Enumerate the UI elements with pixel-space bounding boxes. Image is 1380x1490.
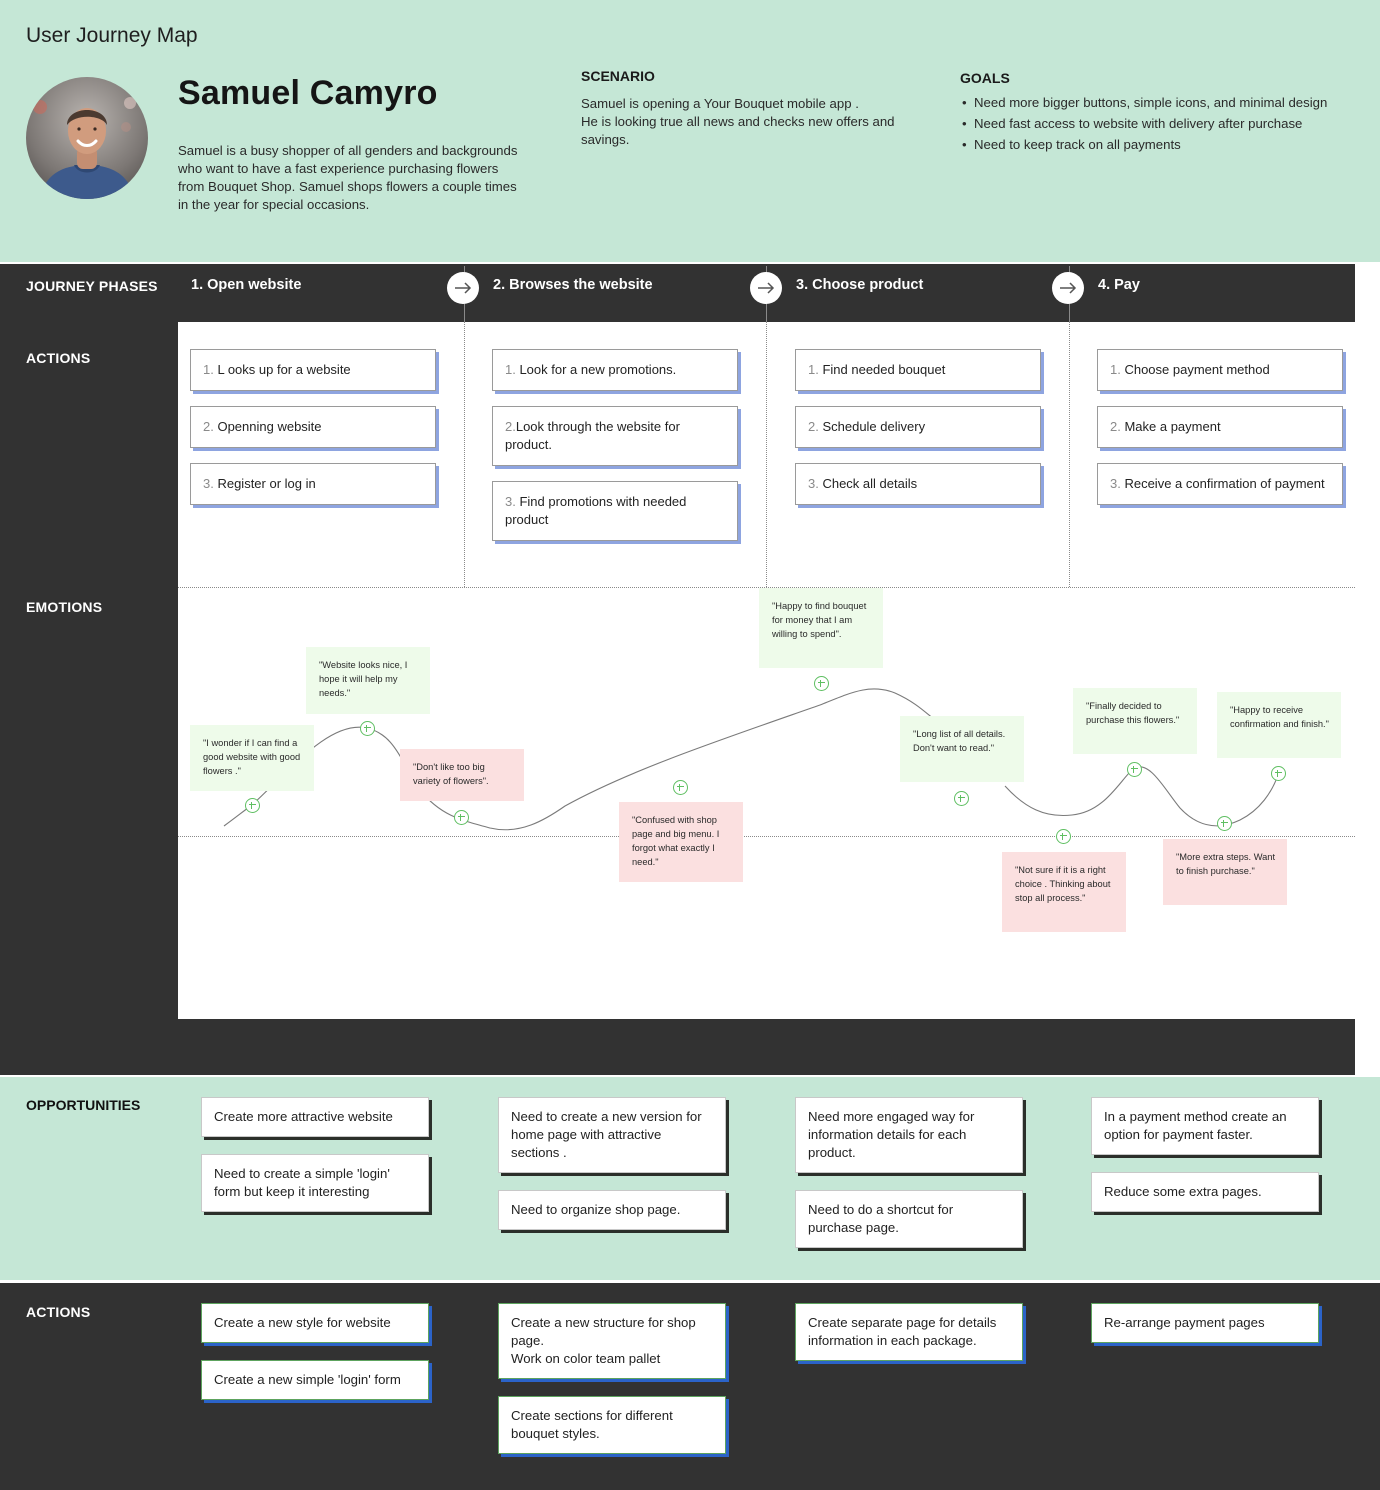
phase-separator bbox=[1069, 322, 1070, 587]
opportunity-card: Create more attractive website bbox=[201, 1097, 429, 1137]
plus-circle-icon bbox=[672, 779, 688, 795]
opportunity-card: Need to create a simple 'login' form but… bbox=[201, 1154, 429, 1212]
improvement-line: Create a new structure for shop page. bbox=[511, 1315, 696, 1348]
persona-name: Samuel Camyro bbox=[178, 74, 438, 112]
opportunity-card: Reduce some extra pages. bbox=[1091, 1172, 1319, 1212]
arrow-right-icon bbox=[1052, 272, 1084, 304]
arrow-right-icon bbox=[750, 272, 782, 304]
opportunity-card: Need to create a new version for home pa… bbox=[498, 1097, 726, 1173]
emotion-note: "Finally decided to purchase this flower… bbox=[1073, 688, 1197, 754]
goals-list: Need more bigger buttons, simple icons, … bbox=[960, 92, 1370, 155]
persona-photo-icon bbox=[26, 77, 148, 199]
action-card: 1. Choose payment method bbox=[1097, 349, 1343, 391]
persona-description: Samuel is a busy shopper of all genders … bbox=[178, 143, 518, 212]
row-label-opportunities: OPPORTUNITIES bbox=[26, 1097, 141, 1113]
plus-circle-icon bbox=[1270, 765, 1286, 781]
arrow-right-icon bbox=[447, 272, 479, 304]
goals-title: GOALS bbox=[960, 70, 1010, 86]
improvement-card: Create a new simple 'login' form bbox=[201, 1360, 429, 1400]
persona-avatar bbox=[26, 77, 148, 199]
goal-item: Need fast access to website with deliver… bbox=[960, 113, 1370, 134]
phase-separator bbox=[766, 322, 767, 587]
action-card: 3. Register or log in bbox=[190, 463, 436, 505]
scenario-title: SCENARIO bbox=[581, 68, 655, 84]
improvement-card: Create sections for different bouquet st… bbox=[498, 1396, 726, 1454]
page-title: User Journey Map bbox=[26, 24, 198, 47]
goal-item: Need more bigger buttons, simple icons, … bbox=[960, 92, 1370, 113]
emotion-note: "Long list of all details. Don't want to… bbox=[900, 716, 1024, 782]
plus-circle-icon bbox=[953, 790, 969, 806]
opportunity-card: Need to do a shortcut for purchase page. bbox=[795, 1190, 1023, 1248]
plus-circle-icon bbox=[1126, 761, 1142, 777]
scenario-line-2: He is looking true all news and checks n… bbox=[581, 114, 895, 147]
opportunity-card: In a payment method create an option for… bbox=[1091, 1097, 1319, 1155]
phase-label-pay: 4. Pay bbox=[1098, 277, 1140, 293]
phase-label-open-website: 1. Open website bbox=[191, 277, 302, 293]
phase-label-browse: 2. Browses the website bbox=[493, 277, 653, 293]
opportunity-card: Need more engaged way for information de… bbox=[795, 1097, 1023, 1173]
emotion-note: "More extra steps. Want to finish purcha… bbox=[1163, 839, 1287, 905]
improvement-card: Re-arrange payment pages bbox=[1091, 1303, 1319, 1343]
emotion-note: "Happy to receive confirmation and finis… bbox=[1217, 692, 1341, 758]
action-card: 1. L ooks up for a website bbox=[190, 349, 436, 391]
row-label-journey-phases: JOURNEY PHASES bbox=[26, 278, 158, 294]
plus-circle-icon bbox=[453, 809, 469, 825]
row-label-actions-2: ACTIONS bbox=[26, 1304, 91, 1320]
plus-circle-icon bbox=[1216, 815, 1232, 831]
action-card: 1. Look for a new promotions. bbox=[492, 349, 738, 391]
plus-circle-icon bbox=[813, 675, 829, 691]
improvement-line: Work on color team pallet bbox=[511, 1351, 661, 1366]
emotion-note: "Not sure if it is a right choice . Thin… bbox=[1002, 852, 1126, 932]
emotion-note: "Website looks nice, I hope it will help… bbox=[306, 647, 430, 714]
action-card: 2.Look through the website for product. bbox=[492, 406, 738, 466]
action-card: 2. Make a payment bbox=[1097, 406, 1343, 448]
emotions-baseline bbox=[178, 836, 1355, 837]
emotion-note: "Don't like too big variety of flowers". bbox=[400, 749, 524, 801]
goal-item: Need to keep track on all payments bbox=[960, 134, 1370, 155]
plus-circle-icon bbox=[1055, 828, 1071, 844]
action-card: 2. Openning website bbox=[190, 406, 436, 448]
right-margin bbox=[1355, 264, 1380, 1075]
action-card: 1. Find needed bouquet bbox=[795, 349, 1041, 391]
emotion-note: "Happy to find bouquet for money that I … bbox=[759, 588, 883, 668]
improvement-card: Create a new style for website bbox=[201, 1303, 429, 1343]
scenario-text: Samuel is opening a Your Bouquet mobile … bbox=[581, 95, 921, 149]
scenario-line-1: Samuel is opening a Your Bouquet mobile … bbox=[581, 96, 859, 111]
opportunity-card: Need to organize shop page. bbox=[498, 1190, 726, 1230]
action-card: 3. Check all details bbox=[795, 463, 1041, 505]
emotion-note: "I wonder if I can find a good website w… bbox=[190, 725, 314, 791]
improvement-card: Create a new structure for shop page. Wo… bbox=[498, 1303, 726, 1379]
row-label-emotions: EMOTIONS bbox=[26, 599, 103, 615]
improvement-card: Create separate page for details informa… bbox=[795, 1303, 1023, 1361]
emotions-top-line bbox=[178, 587, 1355, 588]
action-card: 3. Find promotions with needed product bbox=[492, 481, 738, 541]
emotion-note: "Confused with shop page and big menu. I… bbox=[619, 802, 743, 882]
action-card: 3. Receive a confirmation of payment bbox=[1097, 463, 1343, 505]
phase-label-choose-product: 3. Choose product bbox=[796, 277, 924, 293]
action-card: 2. Schedule delivery bbox=[795, 406, 1041, 448]
plus-circle-icon bbox=[359, 720, 375, 736]
phase-separator bbox=[464, 322, 465, 587]
plus-circle-icon bbox=[244, 797, 260, 813]
row-label-actions: ACTIONS bbox=[26, 350, 91, 366]
